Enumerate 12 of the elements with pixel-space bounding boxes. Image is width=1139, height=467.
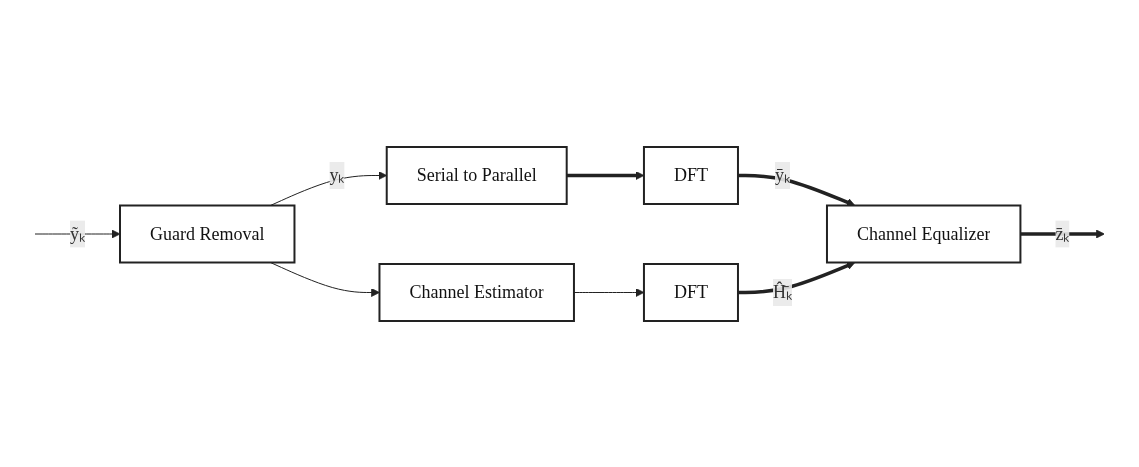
node-box: Channel Equalizer: [825, 204, 1022, 263]
node-box: Guard Removal: [118, 204, 296, 263]
arrow: [737, 173, 856, 207]
edge-label: Ĥ̄ₖ: [772, 281, 792, 302]
edge-label: z̄ₖ: [1055, 223, 1070, 243]
node-box: DFT: [642, 262, 739, 322]
node-box: Channel Estimator: [378, 262, 575, 322]
edge-label: ỹₖ: [69, 223, 85, 243]
node-box: DFT: [642, 145, 739, 205]
edge-label: yₖ: [329, 164, 345, 185]
node-box: Serial to Parallel: [385, 145, 568, 205]
edge-label: ȳₖ: [774, 164, 790, 185]
